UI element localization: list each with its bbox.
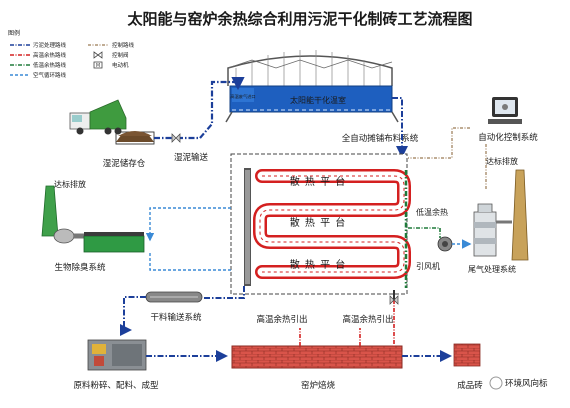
svg-text:空气循环路线: 空气循环路线 (33, 71, 67, 79)
raw-material-machine (87, 339, 147, 371)
diagram-title: 太阳能与窑炉余热综合利用污泥干化制砖工艺流程图 (127, 10, 472, 28)
exhaust-treat-label: 尾气处理系统 (468, 264, 516, 274)
kiln-label: 窑炉焙烧 (301, 380, 336, 391)
greenhouse-label: 太阳能干化温室 (290, 95, 346, 105)
wet-sludge-storage (115, 131, 155, 145)
finished-bricks (453, 343, 481, 367)
heat-platform-2: 散 热 平 台 (290, 216, 347, 229)
svg-text:低温余热路线: 低温余热路线 (33, 61, 67, 69)
watermark-label: 环境风向标 (505, 378, 548, 389)
sludge-transport-label: 湿泥输送 (174, 152, 209, 163)
dry-material-conveyor (145, 291, 203, 303)
sludge-store-label: 湿泥储存仓 (103, 158, 146, 169)
induced-draft-fan-icon (437, 236, 453, 252)
heat-platform-3: 散 热 平 台 (290, 258, 347, 271)
legend-item-high-heat-route: 高温余热路线 (10, 51, 67, 59)
heat-platform-1: 散 热 平 台 (290, 175, 347, 188)
discharge-left-label: 达标排放 (54, 179, 86, 189)
high-heat-valve-icon (389, 295, 399, 305)
legend: 图例 污泥处理路线 高温余热路线 低温余热路线 空气循环路线 控制路线 控制阀 … (8, 29, 135, 79)
legend-item-control-valve: 控制阀 (93, 51, 129, 59)
svg-text:高温余热路线: 高温余热路线 (33, 51, 67, 59)
low-heat-label: 低温余热 (416, 207, 448, 217)
legend-item-motor: M 电动机 (93, 61, 129, 69)
svg-text:控制路线: 控制路线 (112, 41, 135, 49)
svg-text:控制阀: 控制阀 (112, 51, 129, 59)
high-heat-label-2: 高温余热引出 (342, 314, 393, 325)
product-label: 成品砖 (457, 380, 483, 391)
spreader-label: 全自动摊铺布料系统 (342, 133, 419, 144)
legend-heading: 图例 (8, 29, 20, 37)
greenhouse-inlet-label: 高温废气进口 (230, 93, 255, 100)
high-heat-label-1: 高温余热引出 (256, 314, 307, 325)
auto-control-label: 自动化控制系统 (478, 132, 538, 143)
svg-text:污泥处理路线: 污泥处理路线 (33, 41, 67, 49)
bio-deodor-label: 生物除臭系统 (54, 262, 106, 273)
discharge-right-label: 达标排放 (486, 156, 518, 166)
legend-item-air-route: 空气循环路线 (10, 71, 67, 79)
svg-text:M: M (96, 63, 100, 69)
legend-item-control-route: 控制路线 (88, 41, 135, 49)
dump-truck (69, 99, 127, 135)
fan-label: 引风机 (416, 261, 440, 271)
sludge-route-to-greenhouse (154, 77, 245, 140)
exhaust-treatment-tower (473, 203, 512, 257)
legend-item-low-heat-route: 低温余热路线 (10, 61, 67, 69)
watermark: 环境风向标 (489, 376, 548, 390)
legend-item-sludge-route: 污泥处理路线 (10, 41, 67, 49)
sludge-transport-valve-icon (171, 133, 181, 143)
bio-deodorization-unit (41, 185, 145, 253)
auto-control-computer-icon (488, 97, 522, 124)
raw-material-label: 原料粉碎、配料、成型 (73, 380, 159, 391)
kiln (231, 345, 403, 369)
right-chimney (511, 169, 529, 261)
dry-transport-label: 干料输送系统 (150, 312, 202, 323)
svg-text:电动机: 电动机 (112, 61, 129, 69)
solar-greenhouse: 高温废气进口 太阳能干化温室 (225, 50, 399, 123)
